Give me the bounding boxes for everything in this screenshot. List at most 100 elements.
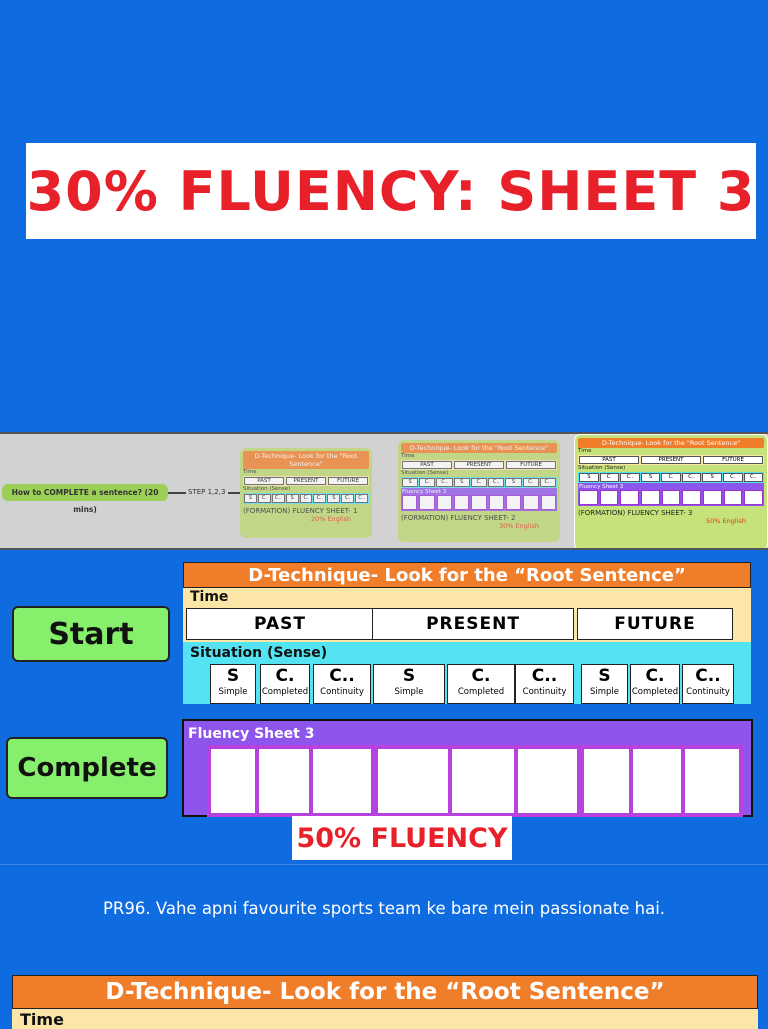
sit-cell: C.. (355, 494, 369, 503)
sit-cell: C. (470, 478, 488, 487)
fluency-sheet-label: Fluency Sheet 3 (188, 726, 315, 742)
sit-cell: S (640, 473, 661, 482)
time-cell: PAST (402, 461, 452, 469)
complete-label: Complete (17, 753, 157, 783)
fluency-percent-banner: 50% FLUENCY (292, 816, 512, 860)
situation-label: Situation (Sense) (190, 645, 328, 661)
time-cell: PAST (579, 456, 639, 464)
time-cell: FUTURE (703, 456, 763, 464)
mindmap-sheet-2: D-Technique- Look for the "Root Sentence… (398, 440, 560, 542)
sheet-header: D-Technique- Look for the "Root Sentence… (578, 438, 764, 448)
sheet-caption: (FORMATION) FLUENCY SHEET- 3 (578, 509, 693, 517)
time-cell: PRESENT (454, 461, 504, 469)
sheet-fluency-row: Fluency Sheet 3 (578, 483, 764, 506)
sit-cell: C. (341, 494, 355, 503)
complete-button[interactable]: Complete (6, 737, 168, 799)
time-cell-present: PRESENT (372, 608, 574, 640)
sit-cell: S (702, 473, 722, 482)
situation-cell: C..Continuity (682, 664, 734, 704)
title-banner: 30% FLUENCY: SHEET 3 (26, 143, 756, 239)
time-cell: PRESENT (641, 456, 701, 464)
sit-cell: C.. (681, 473, 702, 482)
sit-cell: C. (722, 473, 743, 482)
sit-cell: S (327, 494, 341, 503)
time-cell: PAST (244, 477, 284, 485)
sit-cell: C.. (743, 473, 764, 482)
connector-line (228, 492, 240, 494)
sheet-situation-label: Situation (Sense) (401, 470, 449, 476)
time-cell: FUTURE (506, 461, 556, 469)
d-technique-header: D-Technique- Look for the “Root Sentence… (183, 562, 751, 588)
sit-cell: C.. (539, 478, 556, 487)
situation-cell: C..Continuity (515, 664, 574, 704)
sit-cell: S (285, 494, 299, 503)
sit-cell: S (402, 478, 419, 487)
connector-line (168, 492, 186, 494)
sheet-subcaption: 30% English (499, 522, 539, 530)
situation-cell: C..Continuity (313, 664, 371, 704)
time-cell: FUTURE (328, 477, 368, 485)
sheet-header: D-Technique- Look for the "Root Sentence… (243, 451, 369, 469)
page-title: 30% FLUENCY: SHEET 3 (26, 159, 756, 223)
fluency-input-box[interactable] (255, 745, 317, 817)
sit-cell: C.. (271, 494, 285, 503)
time-section-2 (12, 1009, 758, 1029)
sit-cell: S (453, 478, 470, 487)
time-cell-past: PAST (186, 608, 374, 640)
mindmap-root-node: How to COMPLETE a sentence? (20 mins) (2, 484, 168, 514)
sheet-time-row: PAST PRESENT FUTURE (578, 455, 764, 465)
mindmap-root-label: How to COMPLETE a sentence? (20 mins) (11, 488, 159, 514)
sit-cell: C.. (620, 473, 640, 482)
fluency-input-box[interactable] (629, 745, 689, 817)
situation-cell: C.Completed (447, 664, 515, 704)
time-label: Time (190, 589, 229, 605)
sheet-time-row: PAST PRESENT FUTURE (243, 476, 369, 486)
sheet-fluency-row: Fluency Sheet 3 (401, 488, 557, 511)
sit-cell: C.. (313, 494, 327, 503)
time-cell-future: FUTURE (577, 608, 733, 640)
sheet-header: D-Technique- Look for the "Root Sentence… (401, 443, 557, 453)
sheet-time-row: PAST PRESENT FUTURE (401, 460, 557, 470)
sit-cell: C. (599, 473, 620, 482)
start-button[interactable]: Start (12, 606, 170, 662)
fluency-input-box[interactable] (207, 745, 263, 817)
sheet-fluency-label: Fluency Sheet 3 (579, 484, 624, 490)
sheet-situation-label: Situation (Sense) (243, 486, 291, 492)
sheet-situation-label: Situation (Sense) (578, 465, 626, 471)
sheet-caption: (FORMATION) FLUENCY SHEET- 2 (401, 514, 516, 522)
sheet-time-label: Time (243, 469, 257, 475)
practice-prompt: PR96. Vahe apni favourite sports team ke… (102, 899, 666, 918)
fluency-input-box[interactable] (514, 745, 581, 817)
fluency-input-box[interactable] (374, 745, 456, 817)
fluency-input-box[interactable] (681, 745, 743, 817)
mindmap-step-label: STEP 1,2,3 (188, 488, 226, 496)
divider (0, 864, 768, 865)
situation-cell: C.Completed (630, 664, 680, 704)
sit-cell: S (505, 478, 522, 487)
d-technique-header-2: D-Technique- Look for the “Root Sentence… (12, 975, 758, 1009)
fluency-input-box[interactable] (448, 745, 522, 817)
mindmap-sheet-1: D-Technique- Look for the "Root Sentence… (240, 448, 372, 538)
mindmap-strip: How to COMPLETE a sentence? (20 mins) ST… (0, 432, 768, 550)
sit-cell: C.. (488, 478, 505, 487)
time-label-2: Time (20, 1010, 64, 1029)
mindmap-sheet-3: D-Technique- Look for the "Root Sentence… (574, 434, 768, 548)
sheet-caption: (FORMATION) FLUENCY SHEET- 1 (243, 507, 358, 515)
start-label: Start (48, 616, 134, 652)
fluency-input-box[interactable] (309, 745, 375, 817)
sit-cell: S (579, 473, 599, 482)
sit-cell: C. (299, 494, 313, 503)
sit-cell: C. (522, 478, 539, 487)
sheet-fluency-label: Fluency Sheet 3 (402, 489, 447, 495)
situation-cell: C.Completed (260, 664, 310, 704)
sheet-subcaption: 20% English (311, 515, 351, 523)
sheet-time-label: Time (578, 448, 592, 454)
sheet-subcaption: 50% English (706, 517, 746, 525)
sit-cell: C. (661, 473, 681, 482)
sit-cell: C. (419, 478, 436, 487)
